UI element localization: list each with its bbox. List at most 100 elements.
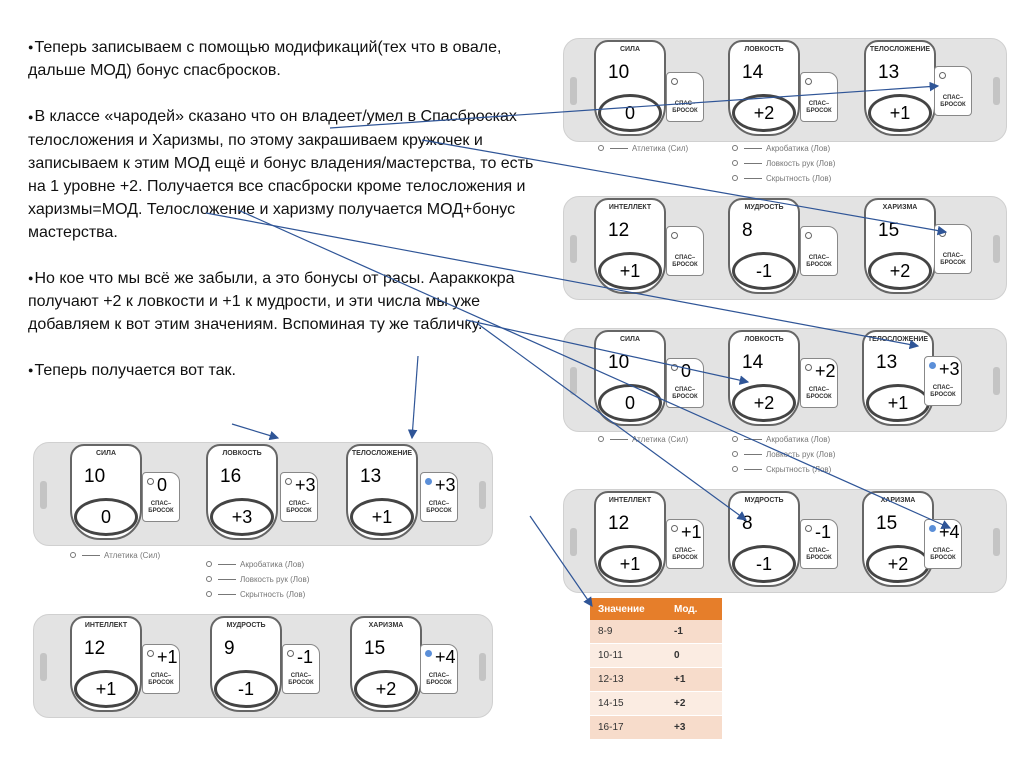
saving-throw-value: +1 [157, 647, 178, 667]
skill-sleight-of-hand[interactable]: Ловкость рук (Лов) [206, 572, 309, 587]
skills-str: Атлетика (Сил) [70, 548, 160, 563]
table-row: 14-15+2 [590, 691, 722, 716]
proficiency-circle[interactable] [939, 72, 946, 79]
skill-sleight-of-hand[interactable]: Ловкость рук (Лов) [732, 156, 835, 171]
skill-athletics[interactable]: Атлетика (Сил) [70, 548, 160, 563]
ability-modifier: +3 [210, 498, 274, 536]
stat-box-intelligence: ИНТЕЛЛЕКТ 12 +1 [594, 491, 666, 587]
proficiency-circle[interactable] [147, 478, 154, 485]
proficiency-circle[interactable] [805, 232, 812, 239]
proficiency-circle[interactable] [671, 232, 678, 239]
proficiency-circle[interactable] [805, 525, 812, 532]
ability-score: 13 [878, 62, 900, 83]
saving-throw-wisdom: СПАС–БРОСОК [800, 226, 838, 276]
proficiency-circle-filled[interactable] [425, 478, 432, 485]
proficiency-circle[interactable] [671, 525, 678, 532]
arrow-line [421, 139, 948, 236]
ability-modifier: 0 [598, 94, 662, 132]
ability-score: 10 [608, 352, 630, 373]
bullet-icon: ● [28, 272, 34, 283]
skill-stealth[interactable]: Скрытность (Лов) [732, 462, 835, 477]
saving-throw-dexterity: СПАС–БРОСОК [800, 72, 838, 122]
skill-athletics[interactable]: Атлетика (Сил) [598, 141, 688, 156]
ability-score: 13 [360, 466, 382, 487]
skill-acrobatics[interactable]: Акробатика (Лов) [206, 557, 309, 572]
saving-throw-value: 0 [157, 475, 168, 495]
ability-score: 12 [84, 638, 106, 659]
proficiency-circle[interactable] [287, 650, 294, 657]
arrow-line [465, 319, 750, 385]
ability-modifier: +2 [868, 252, 932, 290]
saving-throw-strength: 0 СПАС–БРОСОК [142, 472, 180, 522]
proficiency-circle-filled[interactable] [929, 525, 936, 532]
table-header: Значение [590, 598, 666, 620]
stat-box-wisdom: МУДРОСТЬ 9 -1 [210, 616, 282, 712]
proficiency-circle-filled[interactable] [425, 650, 432, 657]
strip-grip [570, 77, 577, 105]
saving-throw-value: +2 [815, 361, 836, 381]
bullet-icon: ● [28, 111, 34, 122]
ability-score: 15 [364, 638, 386, 659]
table-header: Мод. [666, 598, 722, 620]
stat-box-strength: СИЛА 10 0 [70, 444, 142, 540]
table-row: 16-17+3 [590, 715, 722, 740]
ability-score: 14 [742, 62, 764, 83]
saving-throw-dexterity: +2 СПАС–БРОСОК [800, 358, 838, 408]
stat-box-charisma: ХАРИЗМА 15 +2 [862, 491, 934, 587]
saving-throw-constitution: СПАС–БРОСОК [934, 66, 972, 116]
ability-modifier: +1 [74, 670, 138, 708]
saving-throw-value: +3 [939, 359, 960, 379]
stat-box-constitution: ТЕЛОСЛОЖЕНИЕ 13 +1 [862, 330, 934, 426]
saving-throw-wisdom: -1 СПАС–БРОСОК [800, 519, 838, 569]
saving-throw-value: +1 [681, 522, 702, 542]
skill-sleight-of-hand[interactable]: Ловкость рук (Лов) [732, 447, 835, 462]
stat-box-intelligence: ИНТЕЛЛЕКТ 12 +1 [594, 198, 666, 294]
ability-modifier: -1 [732, 545, 796, 583]
strip-grip [993, 77, 1000, 105]
proficiency-circle-filled[interactable] [929, 362, 936, 369]
proficiency-circle[interactable] [805, 364, 812, 371]
arrow-line [529, 515, 593, 607]
stat-box-charisma: ХАРИЗМА 15 +2 [864, 198, 936, 294]
ability-modifier: -1 [214, 670, 278, 708]
saving-throw-intelligence: +1 СПАС–БРОСОК [666, 519, 704, 569]
proficiency-circle[interactable] [671, 78, 678, 85]
ability-modifier: +1 [598, 545, 662, 583]
skill-athletics[interactable]: Атлетика (Сил) [598, 432, 688, 447]
proficiency-circle[interactable] [285, 478, 292, 485]
arrow-line [231, 423, 280, 441]
stat-box-wisdom: МУДРОСТЬ 8 -1 [728, 198, 800, 294]
saving-throw-constitution: +3 СПАС–БРОСОК [420, 472, 458, 522]
stat-box-intelligence: ИНТЕЛЛЕКТ 12 +1 [70, 616, 142, 712]
skill-stealth[interactable]: Скрытность (Лов) [206, 587, 309, 602]
ability-score: 15 [876, 513, 898, 534]
bullet-icon: ● [28, 42, 34, 53]
skill-acrobatics[interactable]: Акробатика (Лов) [732, 141, 835, 156]
explanation-text: ●Теперь записываем с помощью модификаций… [28, 36, 548, 382]
stat-box-dexterity: ЛОВКОСТЬ 16 +3 [206, 444, 278, 540]
saving-throw-value: +3 [295, 475, 316, 495]
ability-score: 16 [220, 466, 242, 487]
ability-score: 10 [608, 62, 630, 83]
saving-throw-charisma: +4 СПАС–БРОСОК [420, 644, 458, 694]
ability-score: 9 [224, 638, 235, 659]
ability-modifier: +1 [868, 94, 932, 132]
saving-throw-constitution: +3 СПАС–БРОСОК [924, 356, 962, 406]
saving-throw-intelligence: СПАС–БРОСОК [666, 226, 704, 276]
ability-score: 12 [608, 513, 630, 534]
proficiency-circle[interactable] [805, 78, 812, 85]
arrow-line [477, 323, 747, 521]
ability-score: 13 [876, 352, 898, 373]
saving-throw-strength: 0 СПАС–БРОСОК [666, 358, 704, 408]
proficiency-circle[interactable] [147, 650, 154, 657]
arrow-line [329, 81, 940, 129]
skill-stealth[interactable]: Скрытность (Лов) [732, 171, 835, 186]
ability-modifier: -1 [732, 252, 796, 290]
skills-dex: Акробатика (Лов) Ловкость рук (Лов) Скры… [732, 141, 835, 186]
ability-modifier: +2 [354, 670, 418, 708]
proficiency-circle[interactable] [671, 364, 678, 371]
ability-modifier: +1 [866, 384, 930, 422]
